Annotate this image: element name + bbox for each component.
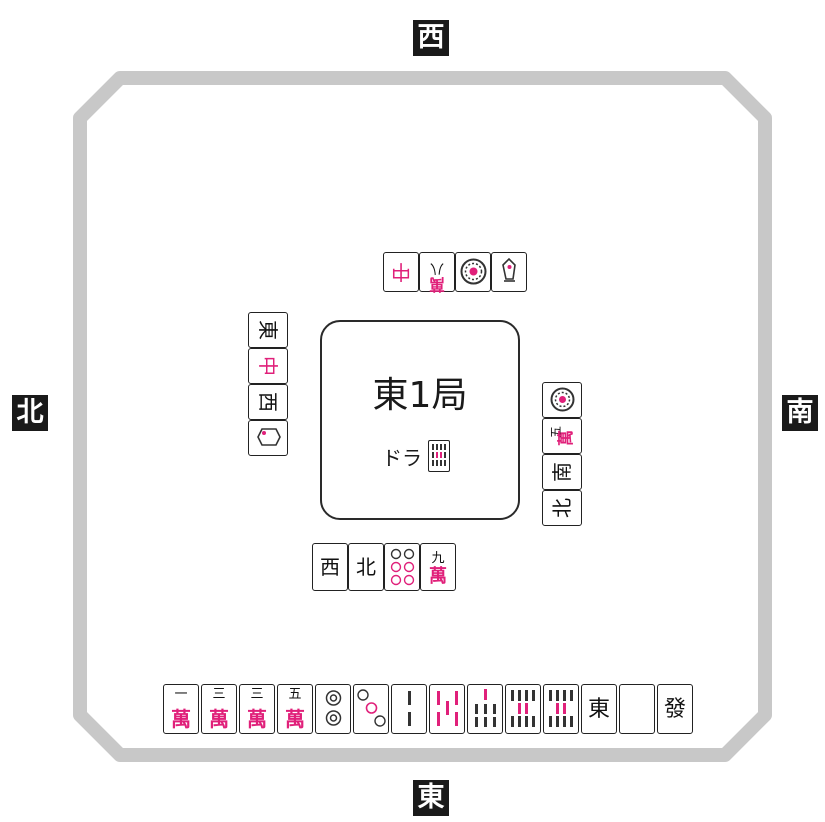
dora-tile (428, 440, 450, 472)
tile-glyph: 北 (549, 489, 575, 527)
hand-tile-1[interactable]: 一 萬 (163, 684, 199, 734)
discard-north-4 (248, 420, 288, 456)
tile-glyph: 中 (255, 347, 281, 385)
man-number: 一 (164, 687, 198, 703)
man-symbol: 萬 (164, 707, 198, 731)
man-number: 三 (202, 687, 236, 703)
discard-west-1: 中 (383, 252, 419, 292)
center-panel: 東1局 ドラ (320, 320, 520, 520)
hand-tile-7[interactable] (391, 684, 427, 734)
hand-tile-12[interactable]: 東 (581, 684, 617, 734)
tile-glyph: 北 (349, 554, 383, 580)
3-pin-icon (355, 685, 388, 732)
hand-tile-11[interactable] (543, 684, 579, 734)
wind-label-south: 南 (782, 395, 818, 431)
east-wind-glyph: 東 (582, 697, 616, 723)
wind-label-east: 東 (413, 780, 449, 816)
discard-north-2: 中 (248, 348, 288, 384)
5-sou-icon (431, 685, 464, 732)
man-number: 五 (278, 687, 312, 703)
tile-glyph: 西 (313, 554, 347, 580)
8-sou-icon (507, 685, 540, 732)
hand-tile-13[interactable] (619, 684, 655, 734)
discard-south-4: 北 (542, 490, 582, 526)
tile-glyph: 中 (384, 259, 418, 285)
wind-label-west: 西 (413, 20, 449, 56)
discard-north-1: 東 (248, 312, 288, 348)
hand-tile-6[interactable] (353, 684, 389, 734)
discard-east-1: 西 (312, 543, 348, 591)
man-symbol: 萬 (278, 707, 312, 731)
wind-label-north: 北 (12, 395, 48, 431)
discard-west-3 (455, 252, 491, 292)
1-pin-icon (457, 253, 490, 290)
6-pin-icon (386, 544, 419, 589)
hand-tile-9[interactable] (467, 684, 503, 734)
man-symbol: 萬 (420, 271, 454, 297)
man-symbol: 萬 (553, 423, 579, 453)
man-symbol: 萬 (202, 707, 236, 731)
tile-glyph: 西 (255, 383, 281, 421)
discard-west-4 (491, 252, 527, 292)
discard-south-3: 南 (542, 454, 582, 490)
green-dragon-glyph: 發 (658, 697, 692, 723)
man-symbol: 萬 (240, 707, 274, 731)
discard-south-2: 五 萬 (542, 418, 582, 454)
7-sou-icon (469, 685, 502, 732)
dora-indicator: ドラ (382, 440, 450, 472)
hand-tile-5[interactable] (315, 684, 351, 734)
hand-tile-14[interactable]: 發 (657, 684, 693, 734)
tile-glyph: 東 (255, 311, 281, 349)
2-sou-icon (393, 685, 426, 732)
8-sou-icon (429, 441, 448, 470)
hand-tile-10[interactable] (505, 684, 541, 734)
hand-tile-4[interactable]: 五 萬 (277, 684, 313, 734)
man-symbol: 萬 (421, 564, 455, 590)
discard-east-3 (384, 543, 420, 591)
discard-east-4: 九 萬 (420, 543, 456, 591)
8-sou-icon (545, 685, 578, 732)
man-number: 三 (240, 687, 274, 703)
2-pin-icon (317, 685, 350, 732)
discard-north-3: 西 (248, 384, 288, 420)
tile-glyph: 南 (549, 453, 575, 491)
hand-tile-8[interactable] (429, 684, 465, 734)
1-sou-bird-icon (250, 421, 287, 454)
dora-label: ドラ (382, 442, 422, 471)
1-sou-bird-icon (493, 253, 526, 290)
hand-tile-3[interactable]: 三 萬 (239, 684, 275, 734)
round-indicator: 東1局 (322, 366, 518, 418)
hand-tile-2[interactable]: 三 萬 (201, 684, 237, 734)
discard-east-2: 北 (348, 543, 384, 591)
discard-west-2: 八 萬 (419, 252, 455, 292)
